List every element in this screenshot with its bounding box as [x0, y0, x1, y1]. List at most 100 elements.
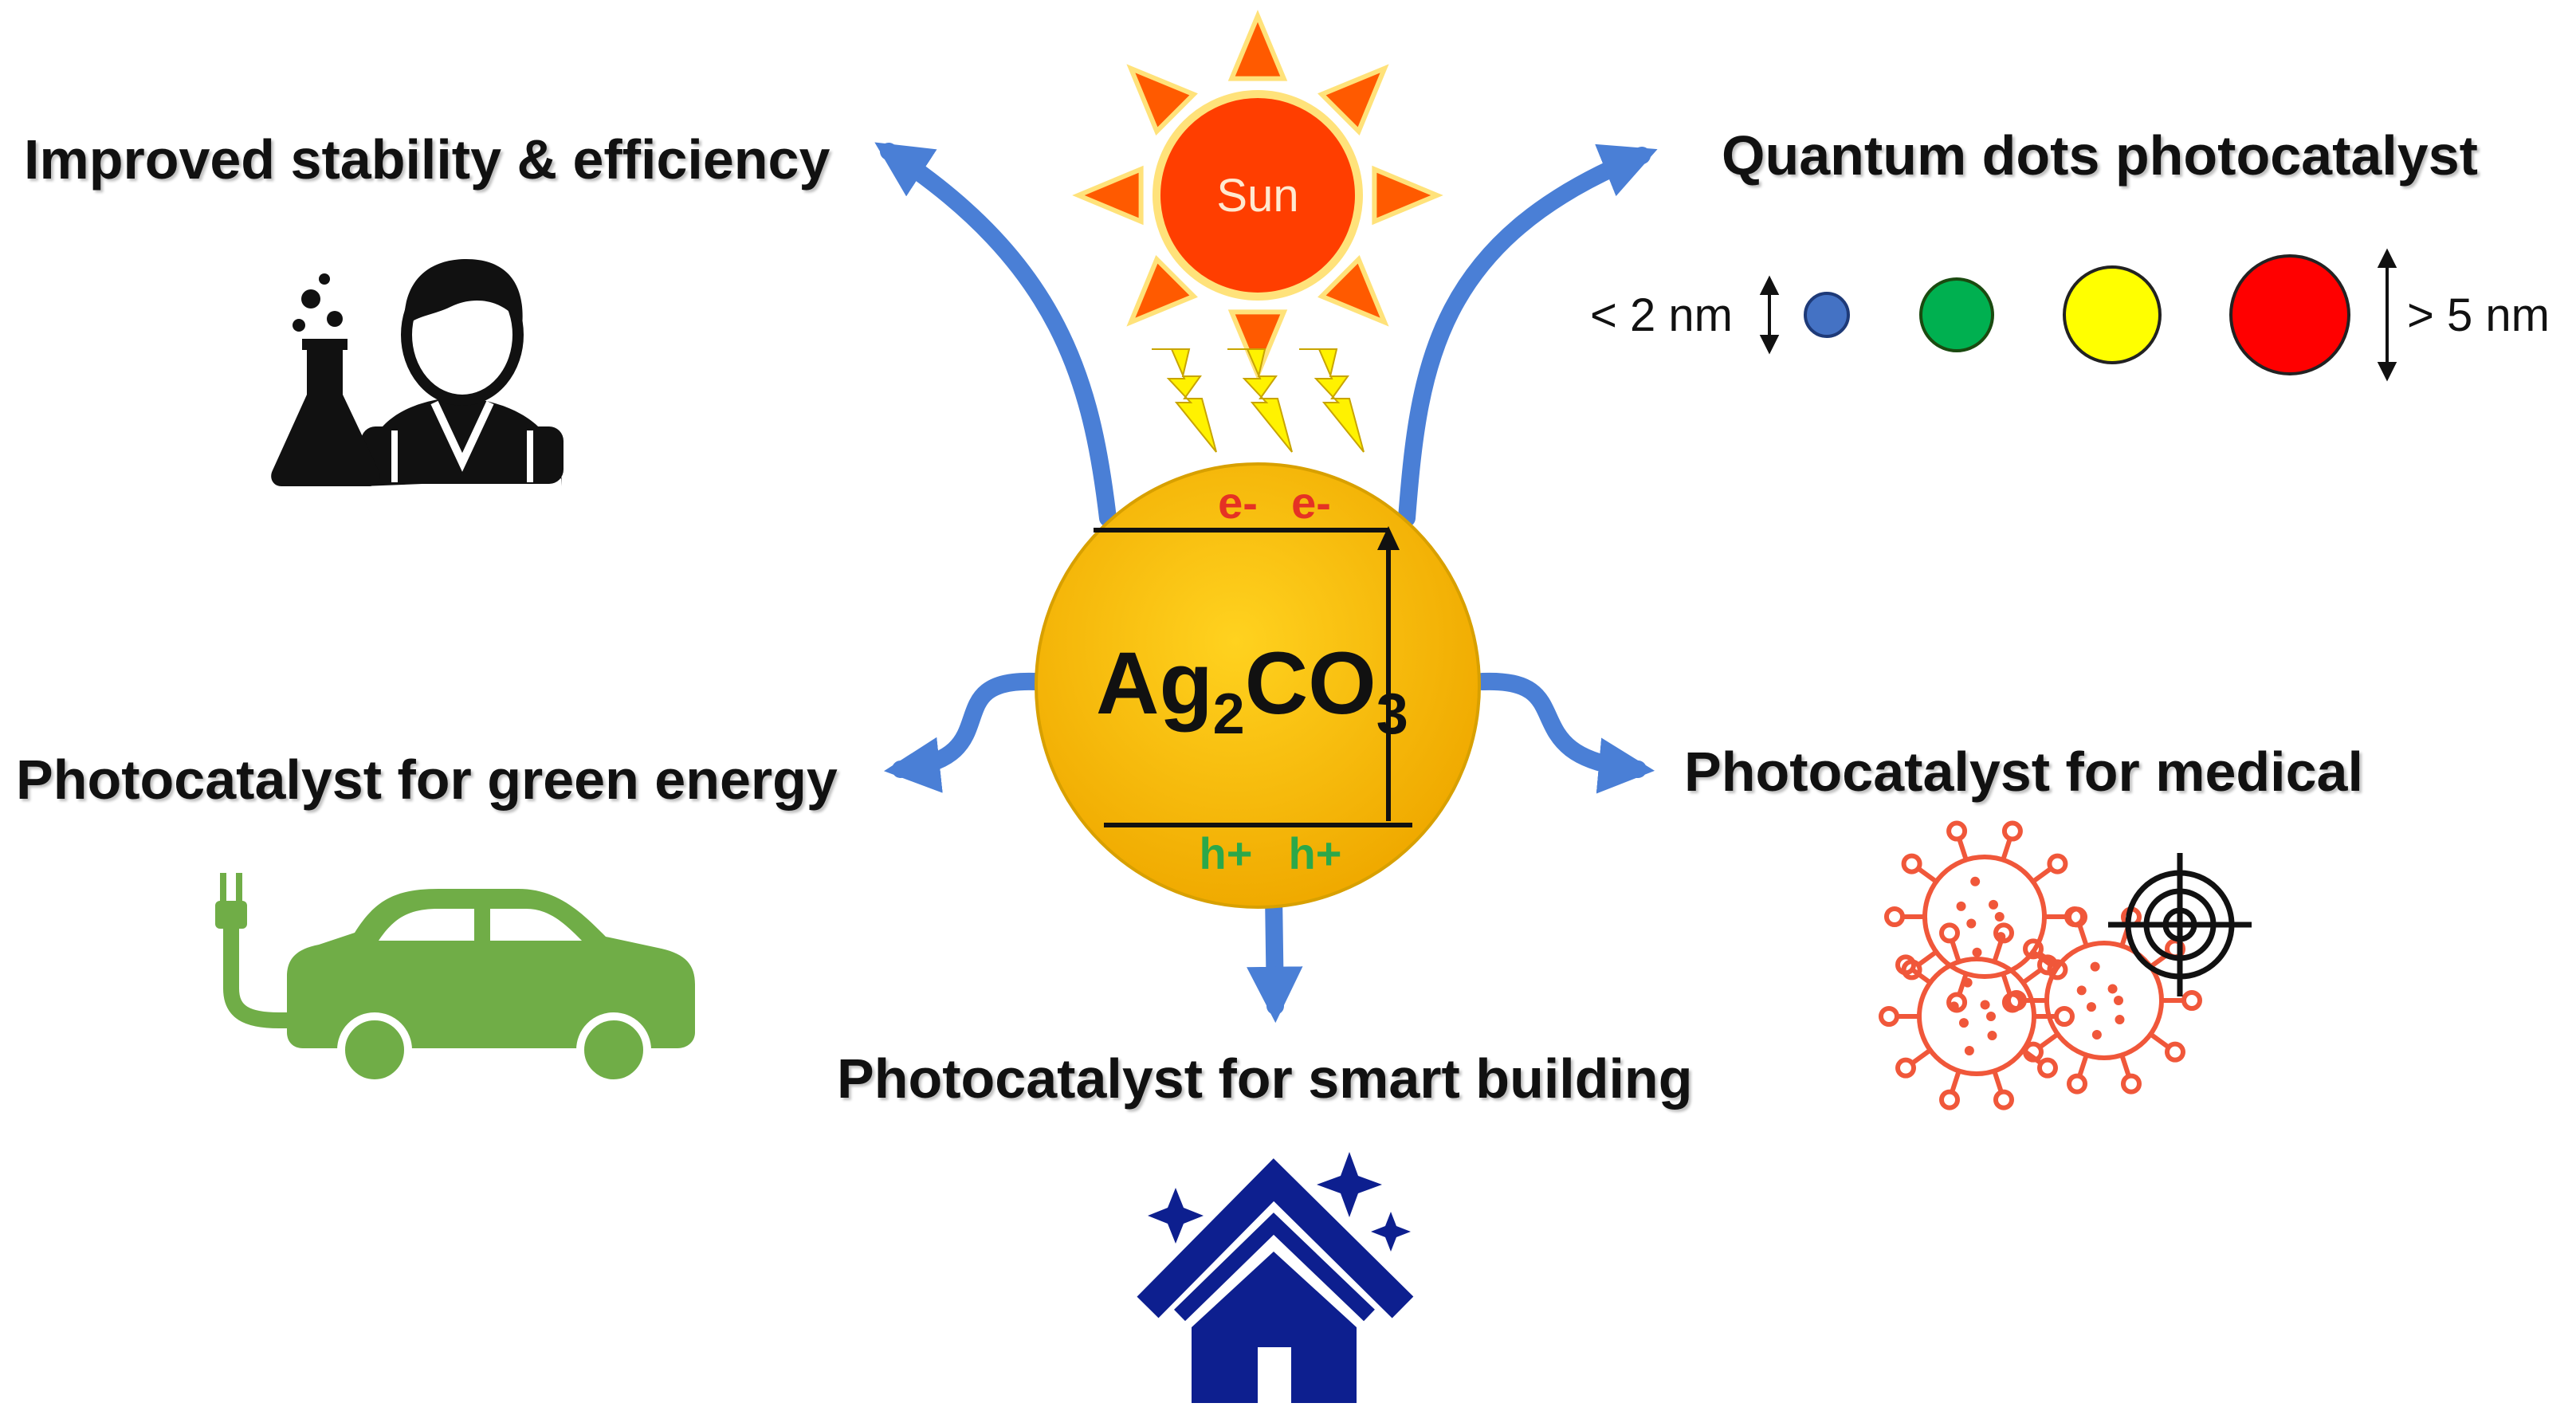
virus-spike [1992, 939, 2004, 963]
virus-dot [1970, 876, 1981, 886]
sparkle-icon [1317, 1152, 1382, 1217]
sun-ray [1072, 165, 1144, 226]
virus-spike [1910, 1047, 1932, 1066]
virus-spike [2001, 838, 2012, 861]
label-quantum-dots: Quantum dots photocatalyst [1722, 124, 2478, 187]
virus-spike-knob [1946, 820, 1968, 842]
virus-spike [1992, 1070, 2004, 1094]
virus-dot [1964, 1045, 1974, 1055]
virus-spike-knob [2181, 990, 2202, 1011]
virus-spike [2031, 867, 2053, 884]
virus-target-icon [1879, 820, 2252, 1110]
virus-spike-knob [2164, 1041, 2185, 1063]
sun-ray [1372, 165, 1443, 226]
plug-prong [220, 873, 226, 905]
virus-spike [2077, 923, 2089, 947]
virus-spike-knob [1895, 954, 1917, 976]
formula-label: Ag2CO3 [1096, 635, 1408, 746]
virus-spike-knob [2067, 1073, 2088, 1095]
virus-spike-knob [2036, 1057, 2058, 1079]
virus-dot [1987, 1031, 1997, 1041]
quantum-dot-blue [1804, 292, 1850, 338]
hole-label: h+ [1289, 828, 1342, 878]
charging-cable [223, 913, 327, 1028]
virus-dot [1966, 918, 1977, 929]
arrow-to-green-energy [884, 672, 1045, 793]
virus-dot [1972, 947, 1982, 957]
sun-icon: Sun [1072, 10, 1443, 381]
sun-label: Sun [1216, 170, 1298, 222]
house-door [1258, 1347, 1291, 1403]
virus-dot [1949, 1001, 1959, 1012]
lightning-bolts [1152, 348, 1365, 453]
electron-label: e- [1218, 478, 1258, 528]
quantum-dot-yellow [2063, 265, 2162, 364]
car-wheel [576, 1012, 651, 1087]
flask-bubble [293, 319, 305, 332]
label-green-energy: Photocatalyst for green energy [16, 749, 838, 811]
virus-spike-knob [2006, 990, 2027, 1011]
band-gap-arrowhead [1377, 526, 1400, 550]
virus-spike-knob [1879, 1006, 1899, 1027]
house-body [1192, 1252, 1357, 1403]
lightning-bolt-icon [1299, 348, 1365, 453]
arrow-to-medical [1474, 672, 1655, 794]
sun-ray [1227, 10, 1288, 81]
virus-spike [2077, 1054, 2089, 1078]
virus-spike [1957, 973, 1969, 996]
arrow-to-stability [874, 142, 1117, 527]
virus-dot [2115, 1015, 2125, 1025]
scientist-collar [430, 400, 494, 472]
virus-spike [1950, 1070, 1961, 1094]
virus-spike-knob [2047, 959, 2068, 981]
size-arrow-small [1759, 275, 1780, 355]
car-wheel [337, 1012, 412, 1087]
virus-spike-knob [1939, 922, 1961, 944]
virus-dot [1980, 1000, 1990, 1010]
virus-dot [1956, 901, 1966, 911]
virus-spike-knob [2023, 938, 2044, 960]
flask-bubble [327, 311, 343, 327]
arrow-to-quantum-dots [1398, 143, 1658, 527]
label-medical: Photocatalyst for medical [1684, 741, 2363, 803]
car-window [379, 909, 474, 941]
sun-ray [1317, 64, 1389, 136]
virus-spike [1950, 939, 1961, 963]
plug-head [215, 901, 247, 929]
sphere-body [1035, 462, 1481, 909]
label-smart-building: Photocatalyst for smart building [837, 1047, 1693, 1110]
virus-dot [1986, 1012, 1996, 1021]
scientist-flask-icon [271, 259, 564, 486]
quantum-dots-row [1759, 248, 2397, 382]
flask-neck [302, 339, 348, 350]
virus-spike-knob [2067, 906, 2088, 928]
formula-mid: CO [1245, 635, 1376, 733]
virus-spike-knob [2047, 853, 2068, 874]
lightning-bolt-icon [1152, 348, 1217, 453]
quantum-dot-red [2229, 254, 2350, 375]
virus-spike [1916, 867, 1938, 884]
virus-dot [2076, 985, 2087, 996]
sun-ray [1317, 255, 1389, 327]
virus-dot [2086, 1002, 2096, 1012]
sun-rays [1072, 10, 1443, 381]
virus-spike [2038, 951, 2060, 969]
virus-dot [1962, 977, 1973, 988]
sun-ray [1126, 255, 1198, 327]
virus-dot [2091, 1029, 2102, 1040]
virus-particles [1879, 820, 2202, 1110]
formula-subscript: 3 [1376, 682, 1408, 746]
virus-spike [2021, 967, 2043, 985]
car-window [490, 909, 582, 941]
sparkle-icon [1371, 1212, 1411, 1252]
formula-base: Ag [1096, 635, 1213, 733]
virus-dot [1958, 1018, 1969, 1028]
flask-bubble [301, 289, 320, 309]
arrow-to-smart-building [1247, 886, 1303, 1024]
virus-dot [1994, 912, 2005, 922]
virus-spike [2119, 1054, 2131, 1078]
virus-spike-knob [2120, 1073, 2142, 1095]
size-arrow-large [2377, 248, 2397, 382]
